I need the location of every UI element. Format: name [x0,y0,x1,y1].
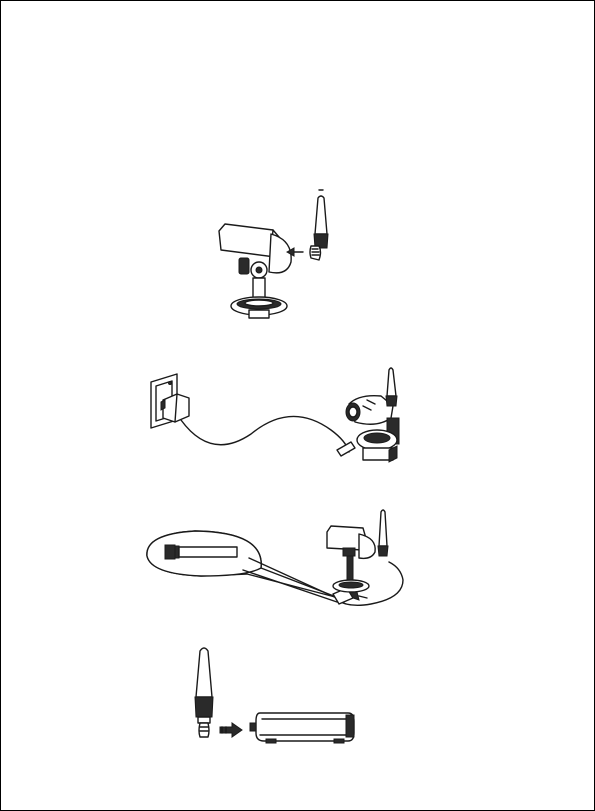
antenna-icon [378,510,388,556]
figure-antenna-to-receiver [186,641,361,746]
camera-icon [327,526,375,592]
power-cable [181,416,349,452]
arrow-right-icon [220,723,242,737]
antenna-icon [386,368,397,406]
receiver-icon [250,713,354,743]
callout-bubble [147,531,341,602]
antenna-icon [310,190,328,260]
camera-icon [219,224,291,318]
figure-antenna-to-camera [201,186,361,326]
antenna-icon [195,648,213,737]
figure-camera-cable-connection [141,506,416,621]
figure-camera-power-adapter [141,356,426,471]
connector-icon [165,545,237,559]
